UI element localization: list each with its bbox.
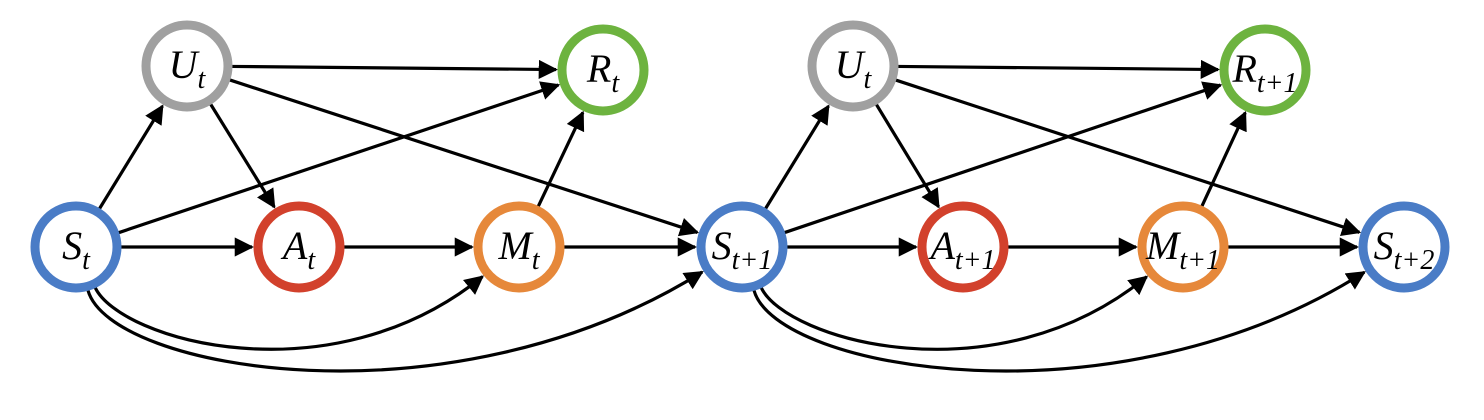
edge-u-t-to-r-t	[231, 59, 558, 79]
node-circle	[807, 20, 899, 112]
node-subscript: t+2	[1394, 245, 1435, 276]
edges-layer	[86, 59, 1366, 373]
node-symbol: S	[712, 223, 732, 268]
edge-u-t-2-to-a-t1	[875, 103, 940, 209]
edge-u-t-to-s-t1	[229, 78, 700, 237]
edge-s-t1-to-m-t1	[759, 275, 1149, 351]
node-subscript: t+1	[1179, 245, 1220, 276]
node-s-t: St	[30, 201, 122, 293]
edge-s-t1-to-s-t2	[752, 270, 1366, 373]
node-label: Rt+1	[1231, 46, 1297, 99]
node-subscript: t+1	[955, 245, 996, 276]
node-subscript: t	[611, 68, 620, 99]
node-subscript: t	[307, 245, 316, 276]
node-symbol: R	[1231, 46, 1256, 91]
node-circle	[1219, 24, 1311, 116]
node-label: At	[280, 223, 316, 276]
node-label: Ut	[169, 42, 207, 95]
edge-u-t-2-to-s-t2	[895, 78, 1362, 237]
node-symbol: U	[169, 42, 201, 87]
node-s-t1: St+1	[696, 201, 788, 293]
node-r-t: Rt	[557, 24, 649, 116]
node-symbol: A	[927, 223, 955, 268]
node-circle	[30, 201, 122, 293]
node-label: Mt+1	[1145, 223, 1220, 276]
edge-s-t-to-u-t	[98, 104, 164, 210]
node-subscript: t	[864, 64, 873, 95]
node-circle	[1137, 201, 1229, 293]
node-symbol: S	[62, 223, 82, 268]
node-subscript: t	[532, 245, 541, 276]
node-subscript: t+1	[1257, 68, 1298, 99]
node-a-t1: At+1	[917, 201, 1009, 293]
node-subscript: t	[198, 64, 207, 95]
node-s-t2: St+2	[1358, 201, 1450, 293]
edge-m-t1-to-r-t1	[1200, 110, 1247, 207]
node-subscript: t	[82, 245, 91, 276]
node-circle	[141, 20, 233, 112]
node-circle	[696, 201, 788, 293]
node-symbol: U	[835, 42, 867, 87]
node-label: Ut	[835, 42, 873, 95]
node-r-t1: Rt+1	[1219, 24, 1311, 116]
node-symbol: R	[586, 46, 611, 91]
edge-s-t-to-m-t	[93, 275, 484, 351]
node-subscript: t+1	[732, 245, 773, 276]
edge-u-t-to-a-t	[209, 103, 276, 209]
edge-s-t-to-s-t1	[86, 270, 704, 373]
node-symbol: M	[1145, 223, 1182, 268]
edge-s-t1-to-r-t1	[784, 81, 1223, 235]
node-symbol: S	[1374, 223, 1394, 268]
node-symbol: A	[280, 223, 308, 268]
node-label: Mt	[497, 223, 540, 276]
node-u-t: Ut	[141, 20, 233, 112]
node-label: St+2	[1374, 223, 1435, 276]
node-circle	[253, 201, 345, 293]
node-label: St	[62, 223, 91, 276]
node-circle	[473, 201, 565, 293]
node-label: St+1	[712, 223, 773, 276]
node-label: Rt	[586, 46, 620, 99]
node-circle	[917, 201, 1009, 293]
node-symbol: M	[497, 223, 534, 268]
node-circle	[557, 24, 649, 116]
node-label: At+1	[927, 223, 995, 276]
node-m-t1: Mt+1	[1137, 201, 1229, 293]
edge-m-t-to-r-t	[536, 110, 585, 208]
edge-s-t1-to-u-t-2	[764, 104, 830, 210]
node-circle	[1358, 201, 1450, 293]
edge-u-t-2-to-r-t1	[897, 59, 1220, 79]
node-a-t: At	[253, 201, 345, 293]
node-u-t-2: Ut	[807, 20, 899, 112]
node-m-t: Mt	[473, 201, 565, 293]
edge-s-t-to-r-t	[118, 81, 561, 235]
